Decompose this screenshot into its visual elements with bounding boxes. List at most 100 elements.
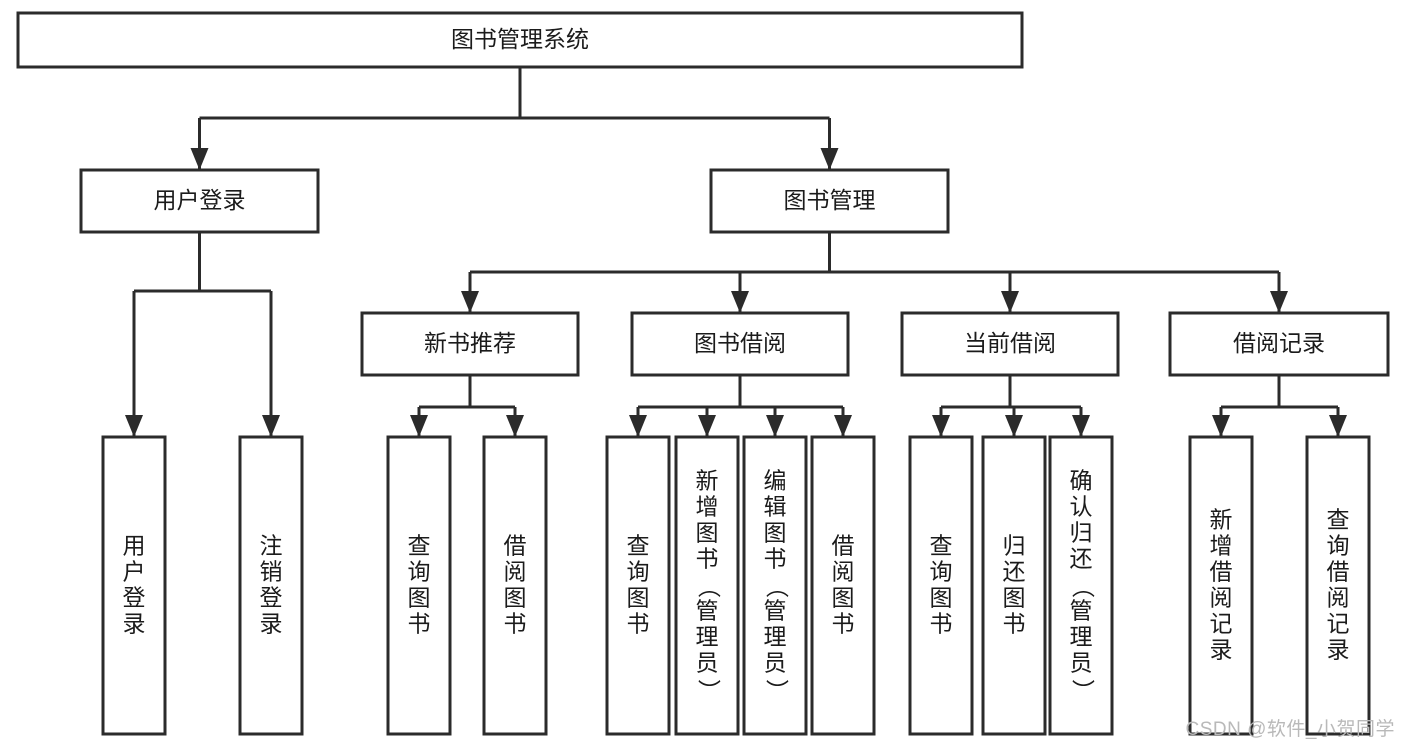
- node-label: 图书借阅: [694, 330, 786, 356]
- node-l3-current-borrow[interactable]: 当前借阅: [900, 311, 1120, 377]
- node-label: 用户登录: [154, 187, 246, 213]
- node-label-char: 新: [696, 468, 719, 494]
- node-l3-borrow-record[interactable]: 借阅记录: [1168, 311, 1390, 377]
- node-label: 图书管理系统: [451, 26, 589, 52]
- node-box[interactable]: [360, 311, 580, 377]
- watermark-text: CSDN @软件_小贺同学: [1185, 719, 1395, 740]
- node-l2-user-login[interactable]: 用户登录: [79, 168, 320, 234]
- node-box[interactable]: [981, 435, 1047, 736]
- node-label-char: 管: [764, 598, 787, 624]
- node-label-char: 书: [696, 546, 719, 572]
- node-label-char: 书: [930, 611, 953, 637]
- node-box[interactable]: [1048, 435, 1114, 736]
- arrow-head-icon: [262, 415, 280, 437]
- node-box[interactable]: [709, 168, 950, 234]
- node-box[interactable]: [482, 435, 548, 736]
- node-label-char: 管: [696, 598, 719, 624]
- node-box[interactable]: [674, 435, 740, 736]
- node-label-char: 新: [1210, 507, 1233, 533]
- node-label-char: 阅: [1210, 585, 1233, 611]
- node-root[interactable]: 图书管理系统: [16, 11, 1024, 69]
- node-label: 图书管理: [784, 187, 876, 213]
- arrow-head-icon: [506, 415, 524, 437]
- node-label-char: 查: [408, 533, 431, 559]
- node-label-char: 管: [1070, 598, 1093, 624]
- node-label-char: 录: [123, 611, 146, 637]
- node-label-char: 用: [123, 533, 146, 559]
- node-label-char: 辑: [764, 494, 787, 520]
- node-label-char: 图: [408, 585, 431, 611]
- node-label-char: 书: [627, 611, 650, 637]
- node-label-char: 书: [408, 611, 431, 637]
- node-leaf-user-login[interactable]: 用户登录: [101, 435, 167, 736]
- node-box[interactable]: [16, 11, 1024, 69]
- node-box[interactable]: [810, 435, 876, 736]
- arrow-head-icon: [698, 415, 716, 437]
- node-box[interactable]: [1168, 311, 1390, 377]
- node-label-char: （: [1070, 575, 1096, 598]
- node-label-char: 理: [764, 624, 787, 650]
- connector-layer: [125, 67, 1347, 437]
- node-label-char: 书: [504, 611, 527, 637]
- node-label-char: 借: [832, 533, 855, 559]
- node-box[interactable]: [908, 435, 974, 736]
- node-label-char: 借: [504, 533, 527, 559]
- node-label-char: 询: [408, 559, 431, 585]
- node-box[interactable]: [238, 435, 304, 736]
- node-label-char: 图: [764, 520, 787, 546]
- arrow-head-icon: [834, 415, 852, 437]
- node-label-char: 询: [627, 559, 650, 585]
- node-label-char: 查: [930, 533, 953, 559]
- node-label-char: （: [696, 575, 722, 598]
- node-label-char: 记: [1327, 611, 1350, 637]
- node-box[interactable]: [79, 168, 320, 234]
- arrow-head-icon: [766, 415, 784, 437]
- node-box[interactable]: [101, 435, 167, 736]
- node-label-char: 阅: [832, 559, 855, 585]
- node-label: 当前借阅: [964, 330, 1056, 356]
- node-box[interactable]: [900, 311, 1120, 377]
- node-label-char: 认: [1070, 494, 1093, 520]
- node-box[interactable]: [1305, 435, 1371, 736]
- arrow-head-icon: [410, 415, 428, 437]
- node-label-char: 理: [696, 624, 719, 650]
- node-box[interactable]: [630, 311, 850, 377]
- node-label-char: 理: [1070, 624, 1093, 650]
- node-label-char: ）: [1070, 679, 1096, 702]
- node-box[interactable]: [742, 435, 808, 736]
- connector-group: [190, 67, 839, 170]
- node-label-char: 图: [930, 585, 953, 611]
- node-label-char: 图: [504, 585, 527, 611]
- node-box[interactable]: [386, 435, 452, 736]
- node-label-char: 登: [123, 585, 146, 611]
- node-l2-book-manage[interactable]: 图书管理: [709, 168, 950, 234]
- arrow-head-icon: [820, 148, 839, 170]
- node-label-char: 图: [832, 585, 855, 611]
- node-label-char: 借: [1327, 559, 1350, 585]
- node-box[interactable]: [1188, 435, 1254, 736]
- node-label-char: 登: [260, 585, 283, 611]
- node-l3-borrow-book[interactable]: 图书借阅: [630, 311, 850, 377]
- node-l3-new-book[interactable]: 新书推荐: [360, 311, 580, 377]
- node-box[interactable]: [605, 435, 671, 736]
- arrow-head-icon: [1270, 291, 1288, 313]
